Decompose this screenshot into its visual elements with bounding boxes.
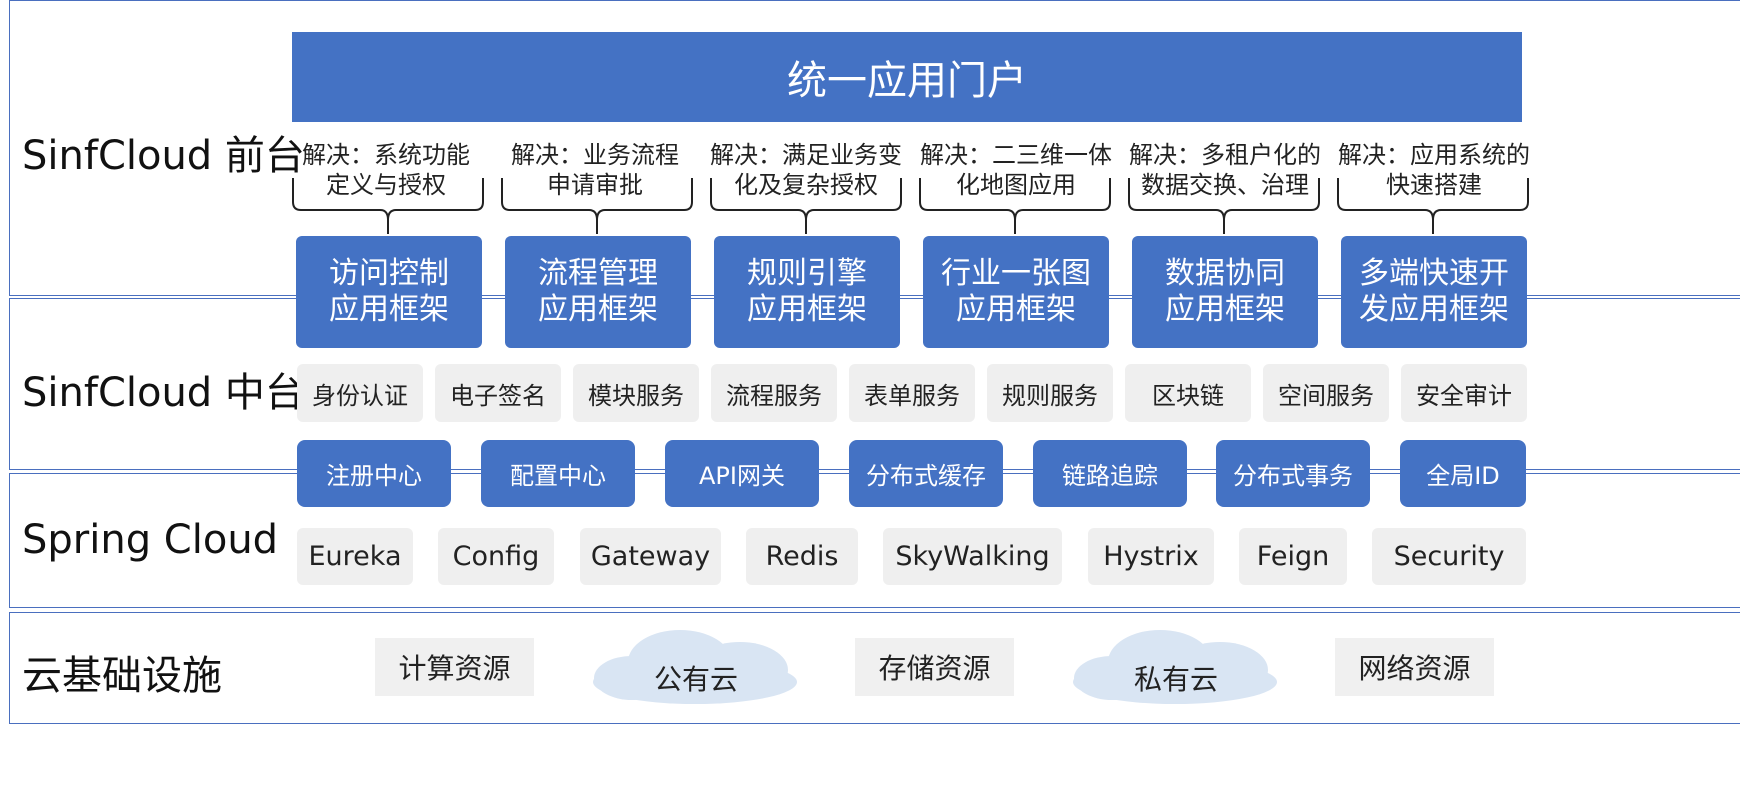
framework-rules-engine: 规则引擎 应用框架 — [714, 236, 900, 348]
framework-multi-terminal: 多端快速开 发应用框架 — [1341, 236, 1527, 348]
component-hystrix: Hystrix — [1088, 528, 1214, 585]
infra-storage: 存储资源 — [855, 638, 1014, 696]
framework-workflow: 流程管理 应用框架 — [505, 236, 691, 348]
framework-access-control: 访问控制 应用框架 — [296, 236, 482, 348]
private-cloud-shape — [1073, 630, 1277, 704]
desc-data-collab: 解决：多租户化的 数据交换、治理 — [1129, 141, 1321, 199]
framework-industry-map: 行业一张图 应用框架 — [923, 236, 1109, 348]
feature-distributed-transaction: 分布式事务 — [1216, 440, 1370, 507]
public-cloud-shape — [593, 630, 797, 704]
brace-2 — [501, 178, 693, 234]
desc-multi-terminal: 解决：应用系统的 快速搭建 — [1338, 141, 1530, 199]
feature-global-id: 全局ID — [1400, 440, 1526, 507]
service-form: 表单服务 — [849, 364, 975, 422]
private-cloud-label: 私有云 — [1134, 663, 1219, 696]
service-blockchain: 区块链 — [1125, 364, 1251, 422]
service-e-signature: 电子签名 — [435, 364, 561, 422]
public-cloud-label: 公有云 — [654, 663, 739, 696]
middle-layer-title: SinfCloud 中台 — [22, 370, 305, 416]
brace-1 — [292, 178, 484, 234]
service-workflow: 流程服务 — [711, 364, 837, 422]
feature-api-gateway: API网关 — [665, 440, 819, 507]
desc-industry-map: 解决：二三维一体 化地图应用 — [920, 141, 1112, 199]
service-identity-auth: 身份认证 — [297, 364, 423, 422]
unified-portal-banner: 统一应用门户 — [292, 32, 1522, 122]
desc-rules-engine: 解决：满足业务变 化及复杂授权 — [710, 141, 902, 199]
frontend-layer-title: SinfCloud 前台 — [22, 133, 305, 179]
feature-tracing: 链路追踪 — [1033, 440, 1187, 507]
service-spatial: 空间服务 — [1263, 364, 1389, 422]
brace-4 — [919, 178, 1111, 234]
component-security: Security — [1372, 528, 1526, 585]
component-config: Config — [438, 528, 554, 585]
infra-layer-title: 云基础设施 — [22, 653, 222, 699]
desc-access-control: 解决：系统功能 定义与授权 — [302, 141, 470, 199]
infra-compute: 计算资源 — [375, 638, 534, 696]
service-security-audit: 安全审计 — [1401, 364, 1527, 422]
brace-5 — [1128, 178, 1320, 234]
brace-3 — [710, 178, 902, 234]
infra-network: 网络资源 — [1335, 638, 1494, 696]
component-skywalking: SkyWalking — [883, 528, 1062, 585]
service-module: 模块服务 — [573, 364, 699, 422]
spring-layer-title: Spring Cloud — [22, 517, 279, 563]
brace-6 — [1337, 178, 1529, 234]
feature-config-center: 配置中心 — [481, 440, 635, 507]
feature-registry: 注册中心 — [297, 440, 451, 507]
desc-workflow: 解决：业务流程 申请审批 — [511, 141, 679, 199]
component-feign: Feign — [1239, 528, 1347, 585]
component-gateway: Gateway — [580, 528, 721, 585]
feature-distributed-cache: 分布式缓存 — [849, 440, 1003, 507]
component-redis: Redis — [746, 528, 858, 585]
component-eureka: Eureka — [297, 528, 413, 585]
framework-data-collab: 数据协同 应用框架 — [1132, 236, 1318, 348]
service-rules: 规则服务 — [987, 364, 1113, 422]
